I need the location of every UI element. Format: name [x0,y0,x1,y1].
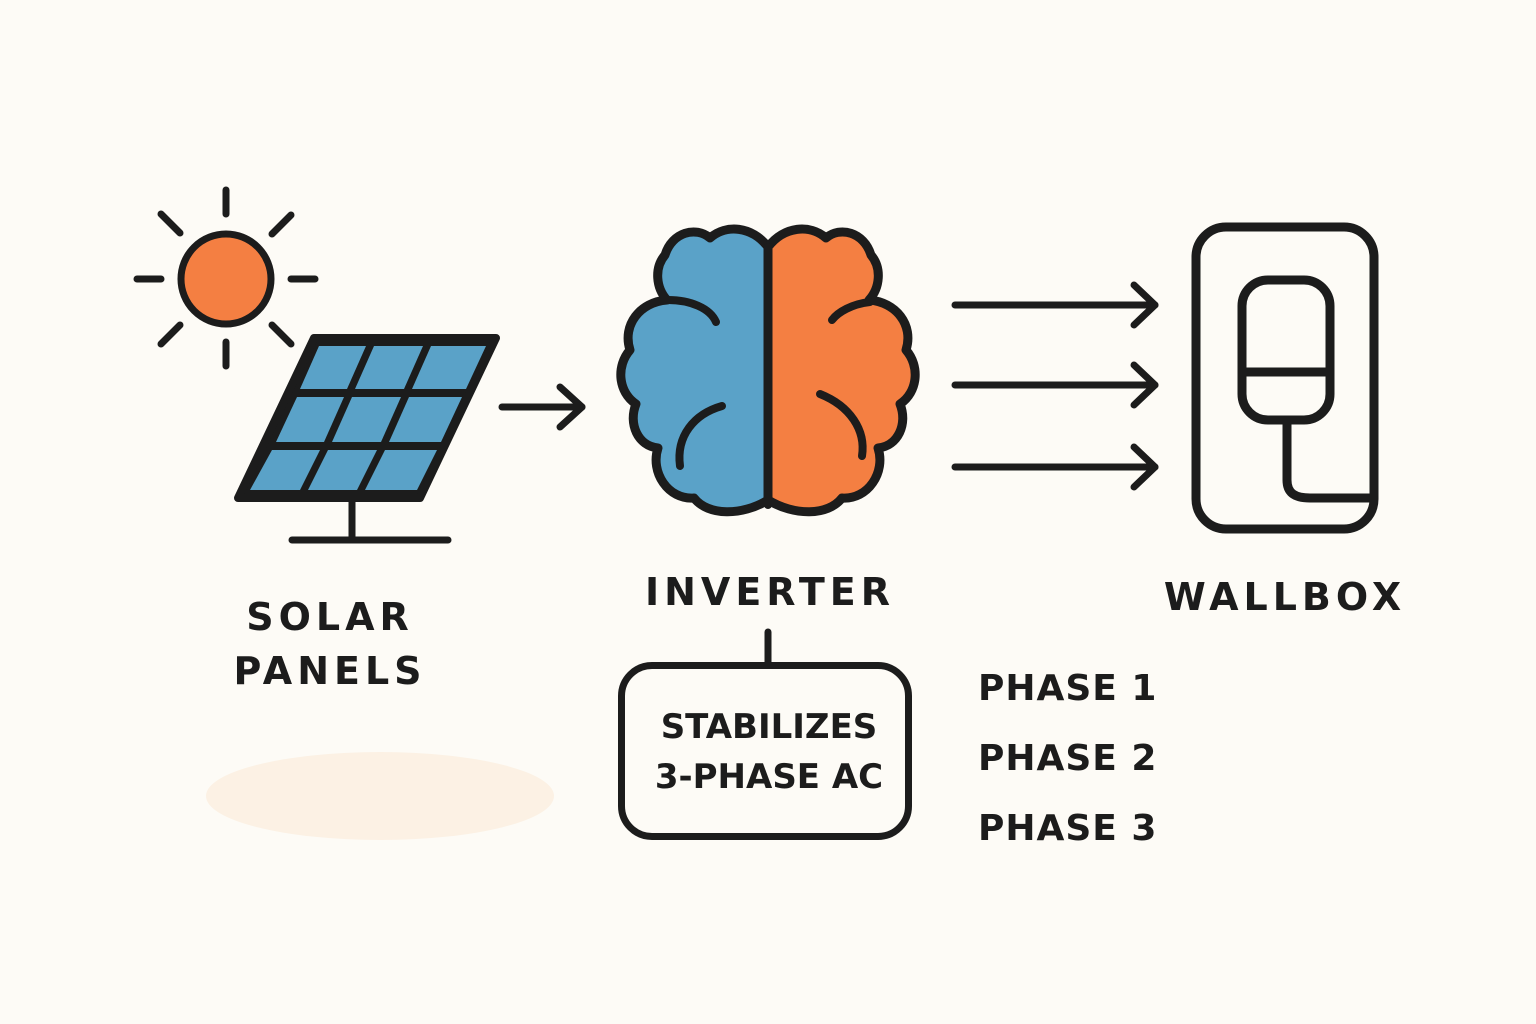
sun-icon [133,186,319,370]
phase-arrow-2 [951,361,1159,409]
phase-1-label: PHASE 1 [978,668,1158,709]
phase-2-label: PHASE 2 [978,738,1158,779]
wallbox-label: WALLBOX [1163,575,1407,619]
solar-label-line-2: PANELS [233,649,427,693]
note-line-2: 3-PHASE AC [654,757,884,797]
inverter-label: INVERTER [644,570,895,614]
stabilizes-note-box [618,662,912,840]
phase-3-label: PHASE 3 [978,808,1158,849]
phase-arrows [951,281,1159,491]
note-line-1: STABILIZES [660,707,878,747]
phase-arrow-3 [951,443,1159,491]
stabilizes-note-text: STABILIZES 3-PHASE AC [618,702,920,802]
solar-panels-label: SOLAR PANELS [205,590,455,698]
wallbox-icon [1191,222,1379,534]
phase-arrow-1 [951,281,1159,329]
solar-label-line-1: SOLAR [246,595,414,639]
brain-icon [616,224,920,517]
solar-panel-icon [234,334,500,544]
arrow-solar-to-inverter [498,383,586,431]
ground-shadow [206,752,554,840]
